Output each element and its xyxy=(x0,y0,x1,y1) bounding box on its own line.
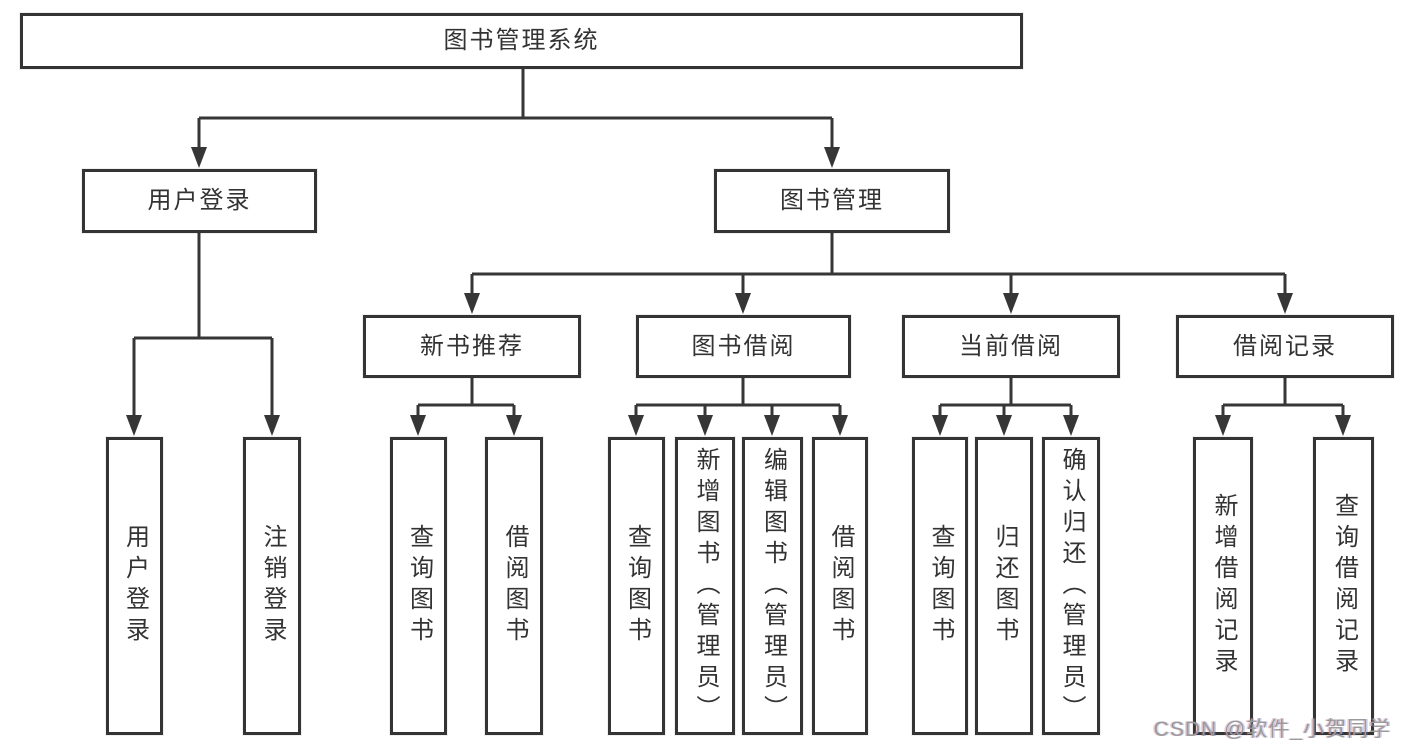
node-user-login: 用户登录 xyxy=(82,169,317,233)
node-current-borrowing: 当前借阅 xyxy=(902,315,1120,378)
watermark: CSDN @软件_小贺同学 xyxy=(1153,718,1391,741)
leaf-add-borrow-record: 新增借阅记录 xyxy=(1193,437,1253,735)
leaf-logout: 注销登录 xyxy=(243,437,301,735)
leaf-query-borrow-record: 查询借阅记录 xyxy=(1313,437,1374,735)
leaf-query-books-borrowing: 查询图书 xyxy=(608,437,665,735)
leaf-borrow-books-borrowing: 借阅图书 xyxy=(812,437,868,735)
leaf-return-book: 归还图书 xyxy=(975,437,1033,735)
arrowhead-icons xyxy=(126,147,1351,436)
node-new-book-recommend: 新书推荐 xyxy=(363,315,581,378)
leaf-add-book-admin: 新增图书（管理员） xyxy=(675,437,735,735)
node-root-system: 图书管理系统 xyxy=(20,13,1023,69)
leaf-borrow-books-recommend: 借阅图书 xyxy=(485,437,543,735)
leaf-query-books-recommend: 查询图书 xyxy=(390,437,447,735)
leaf-user-login: 用户登录 xyxy=(106,437,163,735)
node-borrow-records: 借阅记录 xyxy=(1176,315,1394,378)
leaf-edit-book-admin: 编辑图书（管理员） xyxy=(742,437,803,735)
leaf-query-books-current: 查询图书 xyxy=(912,437,968,735)
node-book-borrowing: 图书借阅 xyxy=(636,315,851,378)
leaf-confirm-return-admin: 确认归还（管理员） xyxy=(1042,437,1100,735)
node-book-management: 图书管理 xyxy=(714,169,950,233)
